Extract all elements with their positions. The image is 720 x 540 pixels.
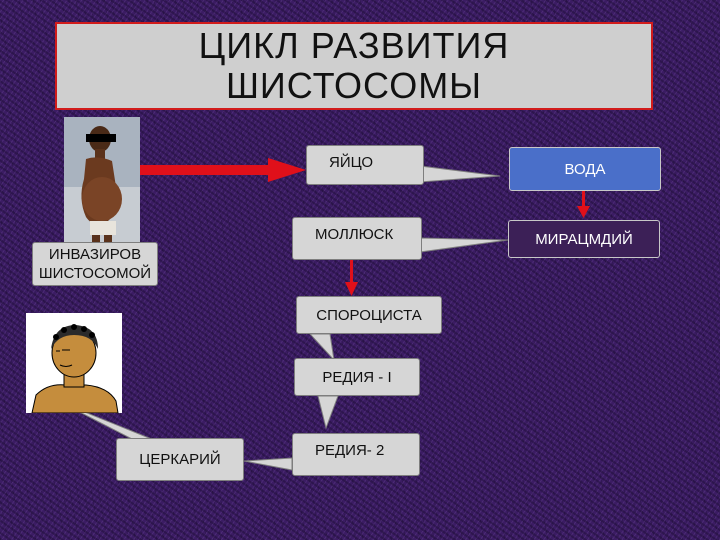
node-infected-line-2: ШИСТОСОМОЙ	[38, 265, 152, 282]
sporocyst-callout-tail	[308, 333, 335, 362]
mollusk-callout-tail	[419, 237, 509, 253]
node-egg-label: ЯЙЦО	[329, 154, 374, 171]
egg-callout-tail	[419, 165, 501, 183]
node-redia-2-label: РЕДИЯ- 2	[315, 442, 385, 459]
title-box: ЦИКЛ РАЗВИТИЯ ШИСТОСОМЫ	[55, 22, 653, 110]
node-infected-line-1: ИНВАЗИРОВ	[48, 246, 142, 263]
node-sporocyst-label: СПОРОЦИСТА	[316, 306, 422, 324]
redia2-callout-tail	[243, 457, 293, 471]
infected-person-photo	[64, 117, 140, 243]
node-sporocyst: СПОРОЦИСТА	[296, 296, 442, 334]
node-redia-1: РЕДИЯ - I	[294, 358, 420, 396]
node-cercaria: ЦЕРКАРИЙ	[116, 438, 244, 481]
node-miracidium-label: МИРАЦМДИЙ	[535, 230, 633, 248]
node-redia-1-label: РЕДИЯ - I	[322, 368, 392, 386]
red-arrow-mollusk-to-sporocyst	[345, 260, 358, 296]
node-infected-person: ИНВАЗИРОВ ШИСТОСОМОЙ	[32, 242, 158, 286]
infected-person-illustration	[64, 117, 140, 243]
node-redia-2: РЕДИЯ- 2	[292, 433, 420, 476]
title-line-1: ЦИКЛ РАЗВИТИЯ	[198, 25, 510, 66]
redia1-callout-tail	[317, 395, 339, 430]
node-miracidium: МИРАЦМДИЙ	[508, 220, 660, 258]
node-mollusk-label: МОЛЛЮСК	[315, 226, 394, 243]
node-egg: ЯЙЦО	[306, 145, 424, 185]
face-illustration	[26, 313, 122, 413]
node-water-label: ВОДА	[564, 160, 606, 178]
face-illustration-box	[26, 313, 122, 413]
node-cercaria-label: ЦЕРКАРИЙ	[139, 451, 221, 468]
node-mollusk: МОЛЛЮСК	[292, 217, 422, 260]
red-arrow-to-egg	[138, 158, 306, 182]
title-line-2: ШИСТОСОМЫ	[225, 65, 483, 106]
red-arrow-water-to-miracidium	[577, 190, 590, 218]
node-water: ВОДА	[509, 147, 661, 191]
